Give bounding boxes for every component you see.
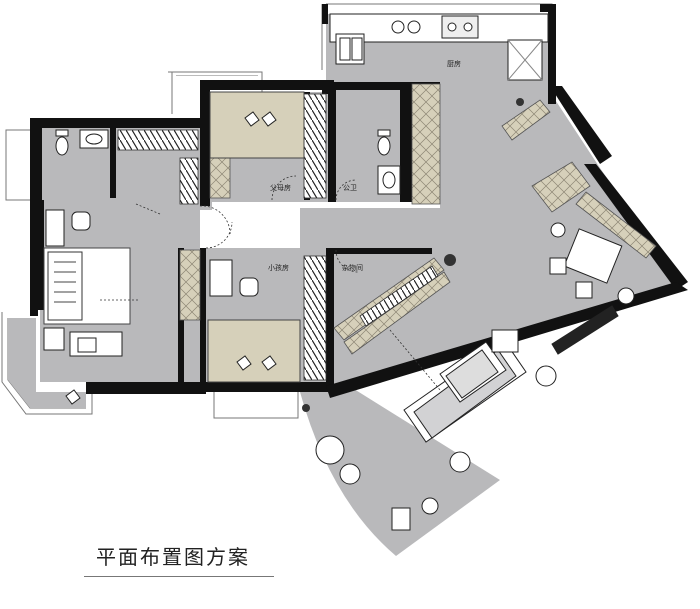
toilet: [377, 136, 391, 156]
room-label-storage: 杂物间: [342, 263, 363, 272]
tv-console: [551, 305, 619, 355]
master-bed: [43, 247, 131, 325]
plan-caption: 平面布置图方案: [96, 545, 250, 569]
wardrobes: [117, 93, 439, 381]
living-furniture: [315, 222, 635, 531]
fixtures: [55, 13, 549, 195]
child-bed: [207, 319, 301, 383]
room-label-parents-room: 父母房: [270, 183, 291, 192]
door-swings: [100, 175, 441, 391]
toilet: [55, 136, 69, 156]
cooktop: [441, 15, 479, 39]
beds: [43, 91, 305, 383]
room-label-child-room: 小孩房: [268, 263, 289, 272]
balcony-floor: [8, 318, 86, 408]
dining-table: [563, 228, 623, 284]
kitchen-counter: [329, 13, 549, 43]
pillow-icons: [65, 111, 277, 405]
caption-underline: [84, 576, 274, 577]
desks: [43, 209, 259, 357]
room-label-public-bath: 公卫: [343, 184, 357, 192]
room-label-kitchen: 厨房: [447, 59, 461, 68]
parents-bed: [209, 91, 305, 159]
plant-icons: [302, 98, 524, 412]
